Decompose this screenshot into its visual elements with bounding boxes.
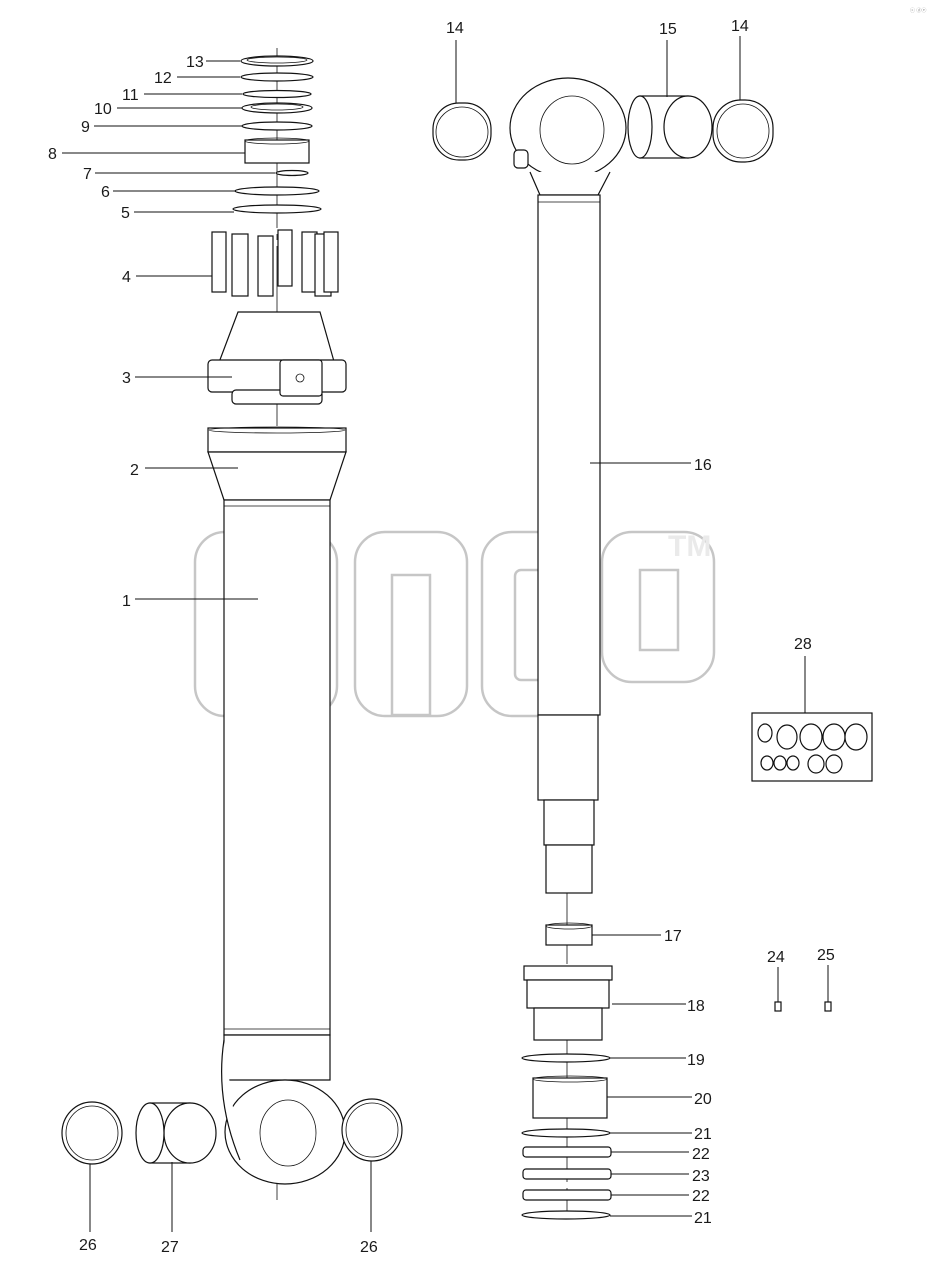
callout-4: 4 — [122, 269, 131, 286]
callout-27: 27 — [161, 1239, 179, 1256]
part-15-sleeve — [627, 95, 713, 159]
part-27-sleeve — [135, 1102, 217, 1164]
part-14-left-bushing — [432, 102, 492, 161]
part-4-bolts — [211, 229, 339, 297]
part-22-ring-bottom — [522, 1189, 612, 1201]
callout-25: 25 — [817, 947, 835, 964]
part-8-bushing — [244, 137, 310, 164]
callout-21-top: 21 — [694, 1126, 712, 1143]
callout-20: 20 — [694, 1091, 712, 1108]
part-21-ring-top — [521, 1128, 611, 1138]
callout-15: 15 — [659, 21, 677, 38]
part-20-guide — [532, 1075, 608, 1119]
part-19-ring — [521, 1053, 611, 1063]
callout-7: 7 — [83, 166, 92, 183]
part-6-ring — [234, 186, 320, 196]
callout-28: 28 — [794, 636, 812, 653]
part-28-seal-kit — [751, 712, 873, 782]
part-5-o-ring — [232, 204, 322, 214]
callout-22-bottom: 22 — [692, 1188, 710, 1205]
part-25-pin — [824, 1001, 832, 1012]
callout-26-right: 26 — [360, 1239, 378, 1256]
part-18-piston — [523, 965, 613, 1041]
callout-11: 11 — [122, 87, 139, 104]
callout-22-top: 22 — [692, 1146, 710, 1163]
part-9-ring — [241, 121, 313, 131]
callout-17: 17 — [664, 928, 682, 945]
callout-14-left: 14 — [446, 20, 464, 37]
part-10-seal — [241, 102, 313, 114]
part-24-pin — [774, 1001, 782, 1012]
part-14-right-bushing — [712, 99, 774, 163]
part-11-ring — [242, 89, 312, 99]
leader-lines — [62, 36, 829, 1232]
callout-19: 19 — [687, 1052, 705, 1069]
callout-26-left: 26 — [79, 1237, 97, 1254]
callout-1: 1 — [122, 593, 131, 610]
callout-18: 18 — [687, 998, 705, 1015]
part-26-right-bushing — [341, 1098, 403, 1162]
part-7-ring — [275, 169, 309, 177]
part-2-cylinder-top — [207, 426, 347, 501]
callout-6: 6 — [101, 184, 110, 201]
callout-8: 8 — [48, 146, 57, 163]
callout-13: 13 — [186, 54, 204, 71]
callout-16: 16 — [694, 457, 712, 474]
callout-23: 23 — [692, 1168, 710, 1185]
part-12-ring — [240, 72, 314, 82]
callout-2: 2 — [130, 462, 139, 479]
part-13-wiper-ring — [240, 55, 314, 67]
callout-14-right: 14 — [731, 18, 749, 35]
callout-9: 9 — [81, 119, 90, 136]
watermark-tm: TM — [668, 530, 711, 563]
callout-12: 12 — [154, 70, 172, 87]
part-17-collar — [545, 922, 593, 946]
part-22-ring-top — [522, 1146, 612, 1158]
part-26-left-bushing — [61, 1101, 123, 1165]
callout-3: 3 — [122, 370, 131, 387]
callout-24: 24 — [767, 949, 785, 966]
corner-mark: ⓒ ⓓⓔ — [910, 7, 926, 14]
part-1-cylinder-barrel — [221, 499, 346, 1185]
callout-5: 5 — [121, 205, 130, 222]
callout-21-bottom: 21 — [694, 1210, 712, 1227]
part-21-ring-bottom — [521, 1210, 611, 1220]
part-16-piston-rod — [509, 77, 627, 894]
part-3-cylinder-head — [207, 311, 347, 405]
part-23-ring — [522, 1168, 612, 1180]
callout-10: 10 — [94, 101, 112, 118]
